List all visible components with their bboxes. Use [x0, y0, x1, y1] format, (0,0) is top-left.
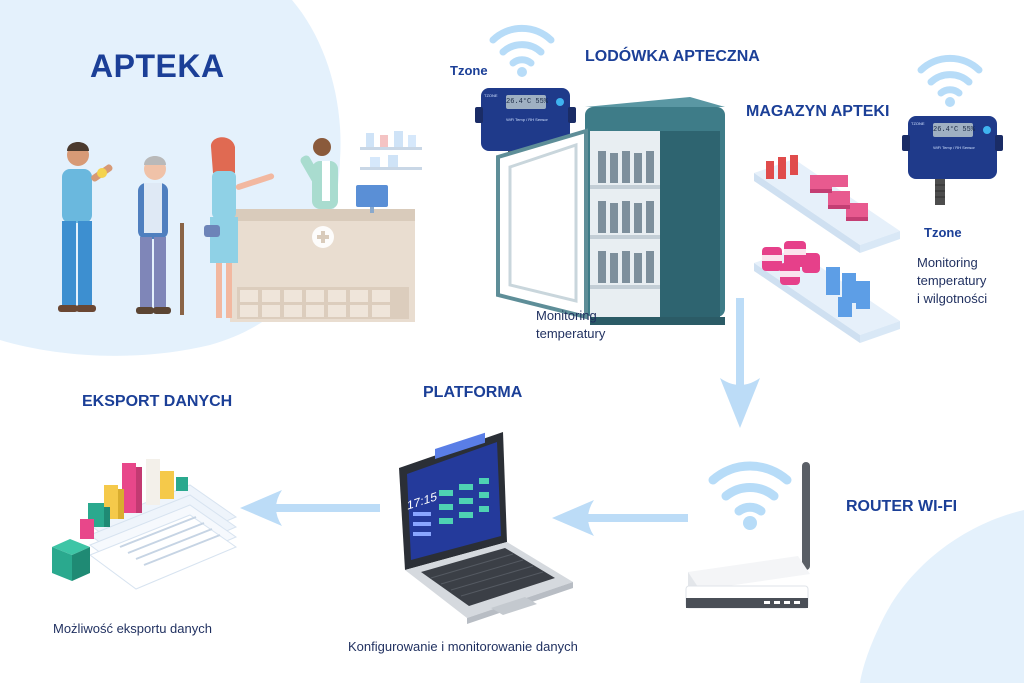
sensor-brand: TZONE: [484, 93, 498, 98]
sensor-model: WiFi Temp / RH Sensor: [506, 117, 548, 122]
pharmacy-illustration: [58, 131, 422, 322]
platform-title: PLATFORMA: [423, 384, 523, 401]
arrow-left-icon: [240, 490, 380, 526]
router-icon: [685, 462, 810, 609]
fridge-illustration: [496, 97, 725, 325]
export-title: EKSPORT DANYCH: [82, 393, 233, 410]
fridge-sensor-device: 26.4°C 55% WiFi Temp / RH Sensor TZONE: [475, 85, 576, 185]
platform-caption: Konfigurowanie i monitorowanie danych: [348, 639, 578, 654]
sensor-display: 26.4°C 55%: [506, 98, 549, 106]
warehouse-caption-line: Monitoring: [917, 255, 978, 270]
warehouse-shelves-illustration: [754, 155, 900, 343]
laptop-icon: 17:15: [395, 432, 580, 624]
sensor-brand: TZONE: [911, 121, 925, 126]
pharmacy-title: APTEKA: [90, 48, 225, 84]
warehouse-caption-line: temperatury: [917, 273, 987, 288]
wifi-icon: [708, 461, 792, 530]
fridge-title: LODÓWKA APTECZNA: [585, 48, 760, 65]
router-title: ROUTER WI-FI: [846, 498, 958, 515]
export-caption: Możliwość eksportu danych: [53, 621, 212, 636]
bar-chart-icon: [52, 459, 238, 590]
sensor-model: WiFi Temp / RH Sensor: [933, 145, 975, 150]
fridge-caption: Monitoring temperatury: [536, 308, 606, 341]
warehouse-sensor-label: Tzone: [924, 225, 962, 240]
warehouse-caption: Monitoring temperatury i wilgotności: [917, 254, 1017, 308]
arrow-left-icon: [552, 500, 688, 536]
sensor-display: 26.4°C 55%: [933, 126, 976, 134]
warehouse-title: MAGAZYN APTEKI: [746, 103, 890, 120]
wifi-icon: [917, 54, 983, 107]
arrow-down-icon: [720, 298, 760, 428]
warehouse-sensor-device: 26.4°C 55% WiFi Temp / RH Sensor TZONE: [902, 113, 1003, 213]
warehouse-caption-line: i wilgotności: [917, 291, 988, 306]
fridge-sensor-label: Tzone: [450, 63, 488, 78]
wifi-icon: [489, 24, 555, 77]
